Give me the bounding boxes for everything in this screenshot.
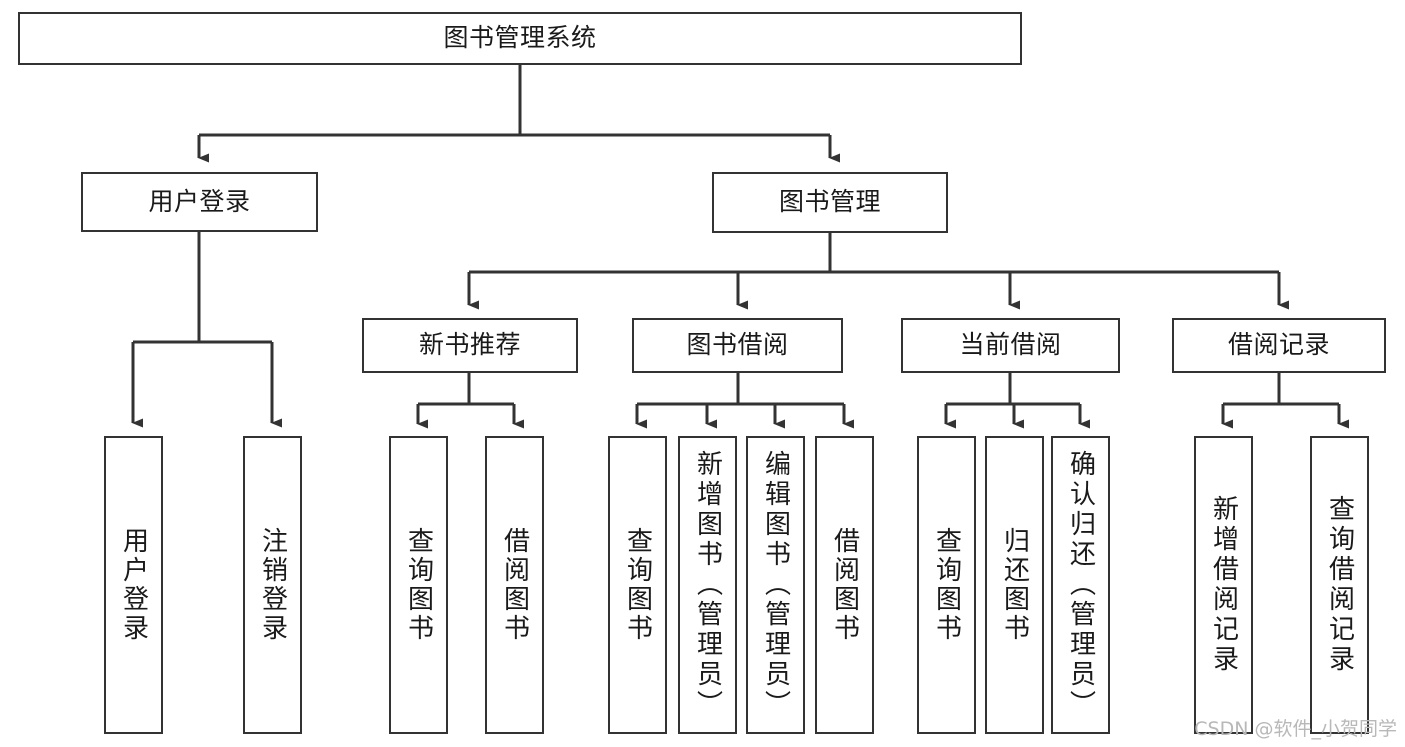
node-book-borrow-label: 图书借阅: [686, 330, 789, 360]
node-leaf-borrow-book-2[interactable]: 借阅图书: [815, 436, 874, 734]
node-leaf-add-record-label: 新增借阅记录: [1208, 495, 1239, 675]
node-leaf-edit-book-label: 编辑图书（管理员）: [760, 450, 791, 720]
node-leaf-query-book-2-label: 查询图书: [622, 527, 653, 643]
node-leaf-query-record[interactable]: 查询借阅记录: [1310, 436, 1369, 734]
edge-group-current-borrow: [944, 373, 1090, 429]
node-leaf-edit-book[interactable]: 编辑图书（管理员）: [746, 436, 805, 734]
edge-group-user-login: [131, 232, 282, 428]
node-book-manage[interactable]: 图书管理: [712, 172, 948, 233]
node-leaf-add-book[interactable]: 新增图书（管理员）: [678, 436, 737, 734]
node-leaf-borrow-book-1[interactable]: 借阅图书: [485, 436, 544, 734]
node-leaf-user-logout-label: 注销登录: [257, 527, 288, 643]
node-leaf-confirm-return-label: 确认归还（管理员）: [1065, 450, 1096, 720]
node-leaf-confirm-return[interactable]: 确认归还（管理员）: [1051, 436, 1110, 734]
node-leaf-query-book-2[interactable]: 查询图书: [608, 436, 667, 734]
node-leaf-query-book-3-label: 查询图书: [931, 527, 962, 643]
node-borrow-record-label: 借阅记录: [1227, 330, 1330, 360]
node-leaf-borrow-book-2-label: 借阅图书: [829, 527, 860, 643]
node-current-borrow-label: 当前借阅: [959, 330, 1062, 360]
node-leaf-user-logout[interactable]: 注销登录: [243, 436, 302, 734]
edge-group-root: [197, 65, 840, 163]
node-leaf-return-book-label: 归还图书: [999, 527, 1030, 643]
node-leaf-add-record[interactable]: 新增借阅记录: [1194, 436, 1253, 734]
node-leaf-return-book[interactable]: 归还图书: [985, 436, 1044, 734]
node-leaf-user-login[interactable]: 用户登录: [104, 436, 163, 734]
edge-group-book-borrow: [635, 373, 854, 429]
node-book-manage-label: 图书管理: [778, 187, 881, 217]
node-user-login[interactable]: 用户登录: [81, 172, 318, 232]
node-leaf-add-book-label: 新增图书（管理员）: [692, 450, 723, 720]
node-leaf-user-login-label: 用户登录: [118, 527, 149, 643]
node-root-label: 图书管理系统: [443, 23, 597, 53]
node-new-book-recommend[interactable]: 新书推荐: [362, 318, 578, 373]
node-current-borrow[interactable]: 当前借阅: [901, 318, 1120, 373]
node-leaf-query-record-label: 查询借阅记录: [1324, 495, 1355, 675]
node-user-login-label: 用户登录: [148, 186, 251, 216]
node-leaf-borrow-book-1-label: 借阅图书: [499, 527, 530, 643]
node-borrow-record[interactable]: 借阅记录: [1172, 318, 1386, 373]
node-leaf-query-book-1[interactable]: 查询图书: [389, 436, 448, 734]
edge-group-book-manage: [467, 233, 1289, 310]
edge-group-borrow-record: [1221, 373, 1349, 429]
node-root[interactable]: 图书管理系统: [18, 12, 1022, 65]
node-leaf-query-book-1-label: 查询图书: [403, 527, 434, 643]
edge-group-new-book-rec: [416, 373, 524, 429]
node-new-book-recommend-label: 新书推荐: [418, 330, 521, 360]
node-book-borrow[interactable]: 图书借阅: [632, 318, 843, 373]
node-leaf-query-book-3[interactable]: 查询图书: [917, 436, 976, 734]
